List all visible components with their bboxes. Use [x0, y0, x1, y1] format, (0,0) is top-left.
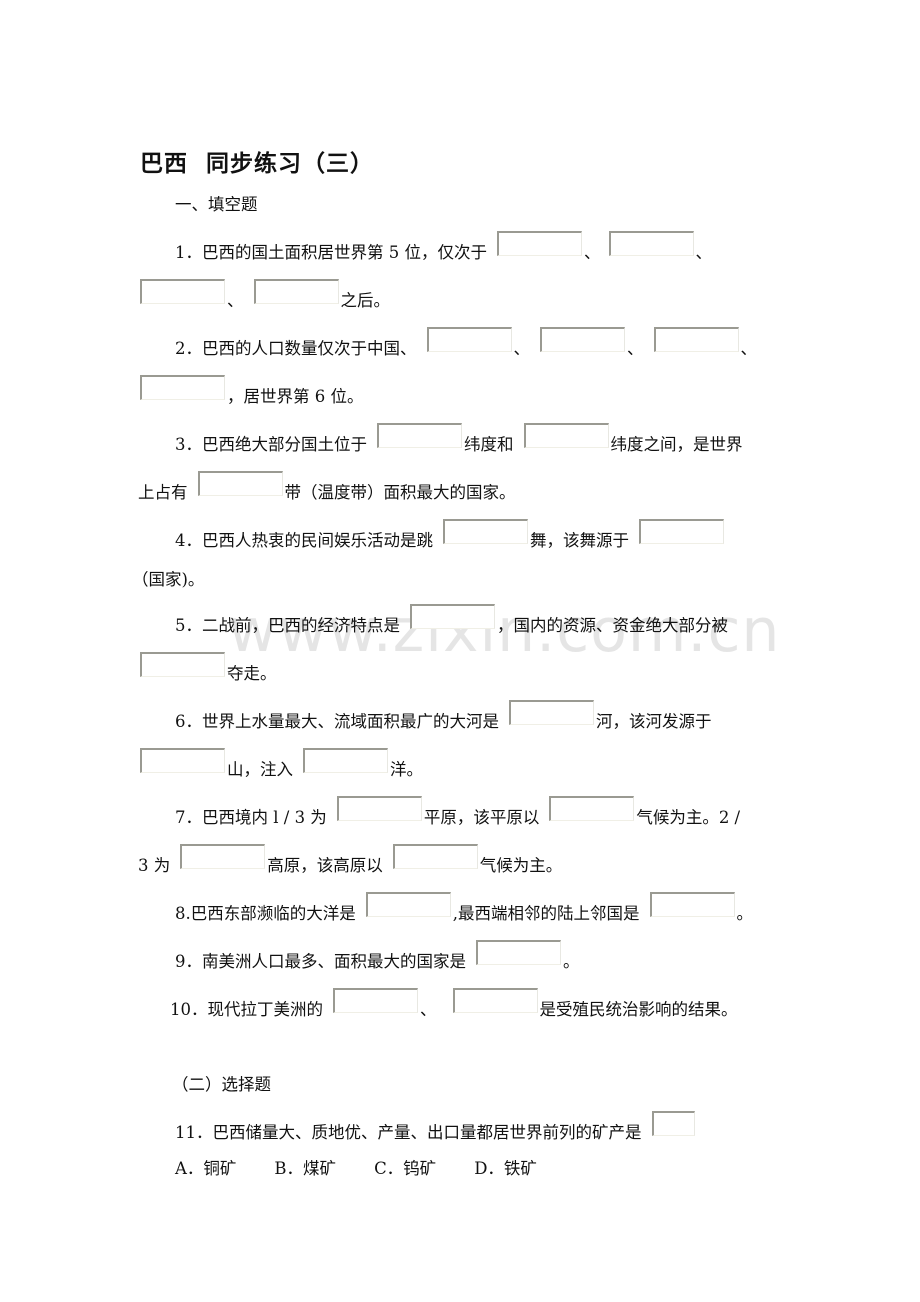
answer-field-q6-2[interactable]	[140, 748, 225, 773]
option-c: C．钨矿	[374, 1159, 437, 1178]
question-9-line-1: 9．南美洲人口最多、面积最大的国家是 。	[175, 940, 580, 973]
option-b: B．煤矿	[274, 1159, 337, 1178]
answer-field-q9-1[interactable]	[476, 940, 561, 965]
answer-field-q1-3[interactable]	[140, 279, 225, 304]
question-3-line-2: 上占有 带（温度带）面积最大的国家。	[138, 471, 516, 504]
question-5-line-1: 5．二战前，巴西的经济特点是 ，国内的资源、资金绝大部分被	[175, 604, 728, 637]
answer-field-q4-2[interactable]	[639, 519, 724, 544]
question-11-stem: 11．巴西储量大、质地优、产量、出口量都居世界前列的矿产是	[175, 1111, 697, 1144]
section-heading-multiple-choice: （二）选择题	[172, 1075, 271, 1094]
option-d: D．铁矿	[474, 1159, 537, 1178]
question-8-line-1: 8.巴西东部濒临的大洋是 ,最西端相邻的陆上邻国是 。	[175, 892, 753, 925]
answer-field-q3-2[interactable]	[523, 423, 609, 448]
answer-field-q7-1[interactable]	[336, 796, 422, 821]
question-7-line-2: 3 为 高原，该高原以 气候为主。	[138, 844, 562, 877]
question-1-line-1: 1．巴西的国土面积居世界第 5 位，仅次于 、 、	[175, 231, 712, 264]
answer-field-q6-3[interactable]	[303, 748, 388, 773]
answer-field-q3-3[interactable]	[197, 471, 283, 496]
answer-field-q2-2[interactable]	[540, 327, 625, 352]
question-11-options: A．铜矿 B．煤矿 C．钨矿 D．铁矿	[175, 1152, 575, 1180]
answer-field-q10-1[interactable]	[333, 988, 418, 1013]
question-4-line-1: 4．巴西人热衷的民间娱乐活动是跳 舞，该舞源于	[175, 519, 726, 552]
answer-field-q2-1[interactable]	[426, 327, 512, 352]
answer-field-q7-2[interactable]	[549, 796, 635, 821]
answer-field-q11[interactable]	[651, 1111, 695, 1136]
answer-field-q6-1[interactable]	[509, 700, 594, 725]
answer-field-q5-1[interactable]	[410, 604, 495, 629]
question-3-line-1: 3．巴西绝大部分国土位于 纬度和 纬度之间，是世界	[175, 423, 743, 456]
answer-field-q3-1[interactable]	[377, 423, 462, 448]
answer-field-q10-2[interactable]	[452, 988, 538, 1013]
answer-field-q1-1[interactable]	[497, 231, 582, 256]
answer-field-q7-3[interactable]	[180, 844, 266, 869]
answer-field-q7-4[interactable]	[392, 844, 478, 869]
question-2-line-2: ，居世界第 6 位。	[138, 375, 364, 408]
answer-field-q2-3[interactable]	[653, 327, 739, 352]
answer-field-q1-2[interactable]	[608, 231, 694, 256]
answer-field-q5-2[interactable]	[140, 652, 225, 677]
page-title: 巴西 同步练习（三）	[140, 151, 375, 177]
question-6-line-1: 6．世界上水量最大、流域面积最广的大河是 河，该河发源于	[175, 700, 712, 733]
question-7-line-1: 7．巴西境内 l / 3 为 平原，该平原以 气候为主。2 /	[175, 796, 740, 829]
question-6-line-2: 山，注入 洋。	[138, 748, 423, 781]
question-4-line-2: （国家)。	[132, 570, 205, 589]
answer-field-q8-2[interactable]	[649, 892, 735, 917]
question-10-line-1: 10．现代拉丁美洲的 、 是受殖民统治影响的结果。	[170, 988, 738, 1021]
question-2-line-1: 2．巴西的人口数量仅次于中国、 、 、 、	[175, 327, 757, 360]
answer-field-q4-1[interactable]	[443, 519, 528, 544]
answer-field-q2-4[interactable]	[140, 375, 225, 400]
answer-field-q1-4[interactable]	[253, 279, 339, 304]
question-5-line-2: 夺走。	[138, 652, 277, 685]
question-1-line-2: 、 之后。	[138, 279, 390, 312]
option-a: A．铜矿	[175, 1159, 237, 1178]
section-heading-fill-blank: 一、填空题	[175, 195, 258, 214]
answer-field-q8-1[interactable]	[365, 892, 451, 917]
